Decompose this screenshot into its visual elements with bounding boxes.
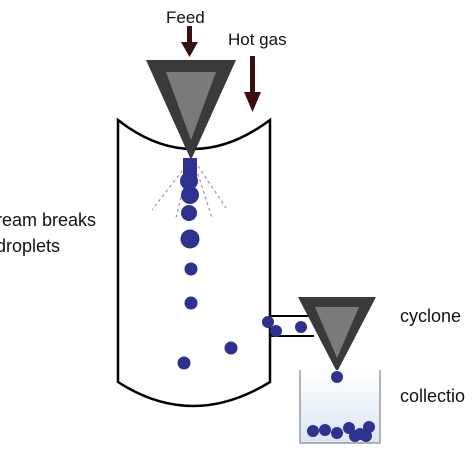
droplet (184, 296, 198, 310)
droplet (180, 229, 200, 249)
particle (262, 316, 274, 328)
collection-label: collectio (400, 386, 466, 406)
hot-gas-label: Hot gas (228, 30, 287, 49)
particle (307, 425, 319, 437)
droplet (224, 341, 238, 355)
droplet (181, 205, 197, 221)
duct-particles (262, 316, 307, 337)
particle (349, 430, 361, 442)
feed-label: Feed (166, 8, 205, 27)
collected-powder (307, 421, 375, 442)
drying-chamber (116, 117, 272, 408)
stream-breaks-label-line2: droplets (0, 236, 61, 256)
droplet (177, 356, 191, 370)
droplets (177, 172, 238, 370)
particle (319, 424, 331, 436)
stream-breaks-label-line1: ream breaks (0, 210, 97, 230)
particle (295, 321, 307, 333)
droplet (181, 186, 199, 204)
falling-particle (331, 371, 343, 383)
particle (331, 427, 343, 439)
cyclone (298, 297, 376, 372)
hot-gas-arrow-icon (244, 56, 261, 112)
cyclone-label: cyclone (400, 306, 462, 326)
particle (270, 325, 282, 337)
atomizer-nozzle (146, 60, 236, 160)
particle (360, 430, 372, 442)
droplet (184, 262, 198, 276)
feed-arrow-icon (181, 26, 198, 57)
droplet (180, 172, 198, 190)
collection-vessel (299, 370, 381, 444)
